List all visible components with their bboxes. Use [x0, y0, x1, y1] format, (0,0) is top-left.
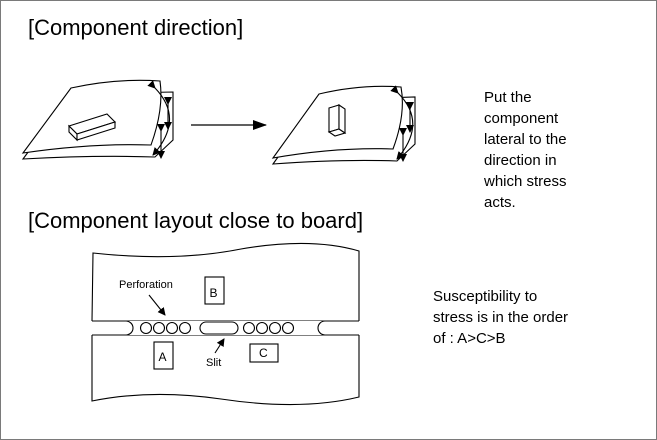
note-line: stress is in the order — [433, 309, 569, 326]
perforation-hole — [281, 321, 295, 335]
component-c-label: C — [259, 346, 268, 360]
perforation-hole — [178, 321, 192, 335]
note-line: Susceptibility to — [433, 288, 538, 305]
note-line: which stress — [484, 173, 567, 190]
perforation-hole — [165, 321, 179, 335]
note-line: component — [484, 110, 559, 127]
board-diagram-left — [21, 79, 174, 160]
board-top-layer — [21, 79, 162, 154]
note-line: Put the — [484, 89, 532, 106]
section-heading-component-layout: [Component layout close to board] — [28, 208, 364, 233]
component-b-box — [204, 276, 225, 305]
note-line: lateral to the — [484, 131, 567, 148]
perforation-pointer-arrow — [148, 294, 166, 316]
perforation-hole — [152, 321, 166, 335]
pcb-layout-diagram — [87, 242, 365, 406]
note-line: acts. — [484, 194, 516, 211]
component-a-label: A — [159, 350, 167, 364]
board-diagram-right — [271, 85, 416, 165]
note-line: of : A>C>B — [433, 330, 506, 347]
section-heading-component-direction: [Component direction] — [28, 15, 244, 40]
perforation-hole — [255, 321, 269, 335]
board-break-right — [317, 320, 359, 336]
component-b-label: B — [210, 286, 218, 300]
perforation-hole — [242, 321, 256, 335]
board-outline-upper — [91, 242, 360, 322]
note-line: direction in — [484, 152, 557, 169]
perforation-hole — [268, 321, 282, 335]
component-longitudinal — [67, 113, 117, 142]
component-lateral — [327, 103, 347, 137]
component-c-box — [249, 343, 279, 363]
slit-label: Slit — [206, 357, 221, 369]
slit — [199, 321, 239, 335]
component-a-box — [153, 341, 174, 370]
perforation-label: Perforation — [119, 279, 173, 291]
slit-pointer-arrow — [214, 338, 225, 354]
perforation-hole — [139, 321, 153, 335]
susceptibility-note: Susceptibility to stress is in the order… — [433, 286, 623, 349]
board-outline-lower — [91, 334, 360, 406]
board-break-left — [92, 320, 134, 336]
component-direction-note: Put the component lateral to the directi… — [484, 87, 614, 213]
